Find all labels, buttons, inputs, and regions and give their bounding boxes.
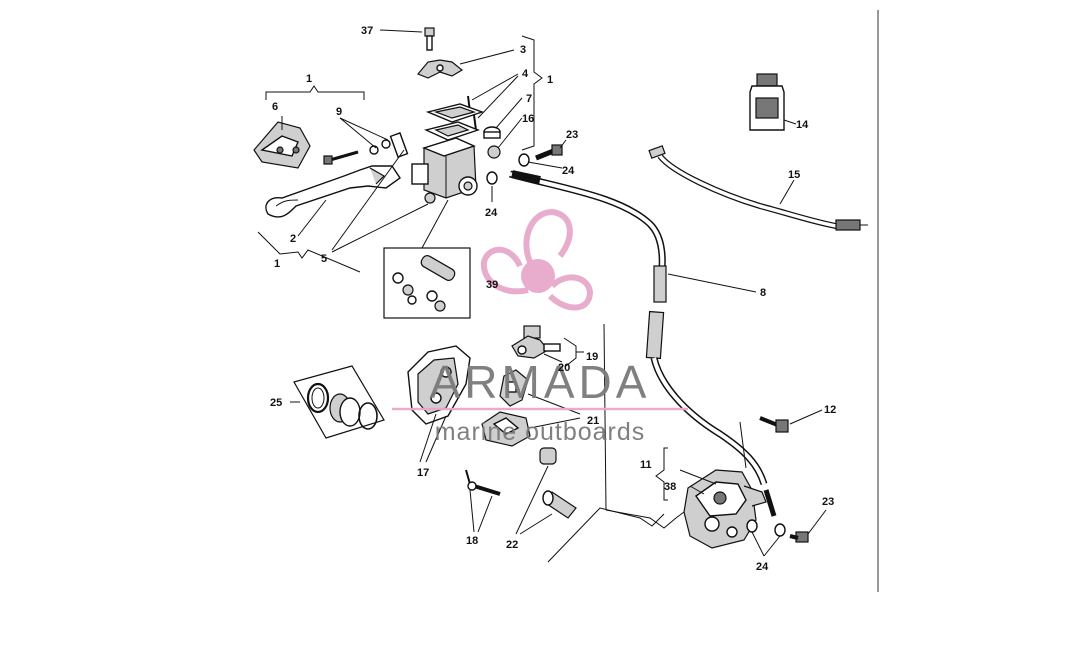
- master-cylinder-group: [389, 27, 563, 204]
- callout-24-top: 24: [562, 165, 575, 177]
- lever-bracket-6: [253, 121, 311, 169]
- callout-4: 4: [522, 68, 529, 80]
- brake-hose-8: [509, 170, 768, 486]
- bolt-12: [759, 409, 823, 433]
- bushing-5: [424, 192, 436, 204]
- pad-pin-18: [465, 469, 501, 533]
- callout-16: 16: [522, 113, 534, 125]
- callout-12: 12: [824, 404, 836, 416]
- watermark-tagline: marine outboards: [435, 418, 646, 446]
- bracket-1-left-bottom: [257, 231, 361, 273]
- piston-seal-kit-25: [290, 365, 385, 439]
- callout-24-mid: 24: [485, 207, 498, 219]
- bracket-1-top-right: [521, 35, 543, 151]
- callout-1-left-top: 1: [306, 73, 312, 85]
- callout-1-left-bottom: 1: [274, 258, 280, 270]
- watermark-brand: ARMADA: [430, 356, 651, 408]
- callout-2: 2: [290, 233, 296, 245]
- screw-37: [424, 27, 435, 37]
- leader-lines-upper: [281, 29, 567, 253]
- callout-19: 19: [586, 351, 598, 363]
- callout-18: 18: [466, 535, 478, 547]
- spring-clip-21: [481, 369, 581, 447]
- callout-24-bottom: 24: [756, 561, 769, 573]
- callout-6: 6: [272, 101, 278, 113]
- callout-38: 38: [664, 481, 676, 493]
- callout-9: 9: [336, 106, 342, 118]
- callout-23-bottom: 23: [822, 496, 834, 508]
- callout-37: 37: [361, 25, 373, 37]
- callout-3: 3: [520, 44, 526, 56]
- callout-39: 39: [486, 279, 498, 291]
- hose-fitting-19: [511, 325, 584, 367]
- bracket-1-left-top: [265, 85, 365, 100]
- callout-17: 17: [417, 467, 429, 479]
- repair-kit-39-box: [383, 247, 471, 319]
- washer-24-mid: [486, 171, 498, 185]
- brake-lever-2: [265, 165, 401, 218]
- propeller-logo-icon: [480, 208, 594, 311]
- callout-14: 14: [796, 119, 809, 131]
- brake-caliper-38: [547, 323, 767, 563]
- callout-1-top: 1: [547, 74, 553, 86]
- callout-11: 11: [640, 459, 652, 471]
- brake-pads-17: [407, 345, 471, 463]
- caliper-bushings-22: [515, 447, 577, 535]
- callout-numbers: 37 3 4 1 7 16 23 24 24 1 6 9 2 1 5 39 14…: [270, 25, 836, 573]
- callout-21: 21: [587, 415, 599, 427]
- callout-20: 20: [558, 362, 570, 374]
- seal-16: [487, 145, 501, 159]
- bolt-23-top: [551, 144, 563, 156]
- banjo-bolt-23-bottom: [746, 489, 827, 557]
- callout-23-top: 23: [566, 129, 578, 141]
- callout-5: 5: [321, 253, 327, 265]
- washer-24-top: [518, 153, 530, 167]
- switch-cable-15: [648, 145, 868, 231]
- bracket-11: [655, 447, 668, 501]
- callout-15: 15: [788, 169, 800, 181]
- brake-fluid-bottle-14: [749, 73, 797, 131]
- callout-7: 7: [526, 93, 532, 105]
- callout-25: 25: [270, 397, 282, 409]
- callout-22: 22: [506, 539, 518, 551]
- callout-8: 8: [760, 287, 766, 299]
- screw-9: [323, 139, 391, 165]
- watermark: ARMADA marine outboards: [392, 208, 688, 446]
